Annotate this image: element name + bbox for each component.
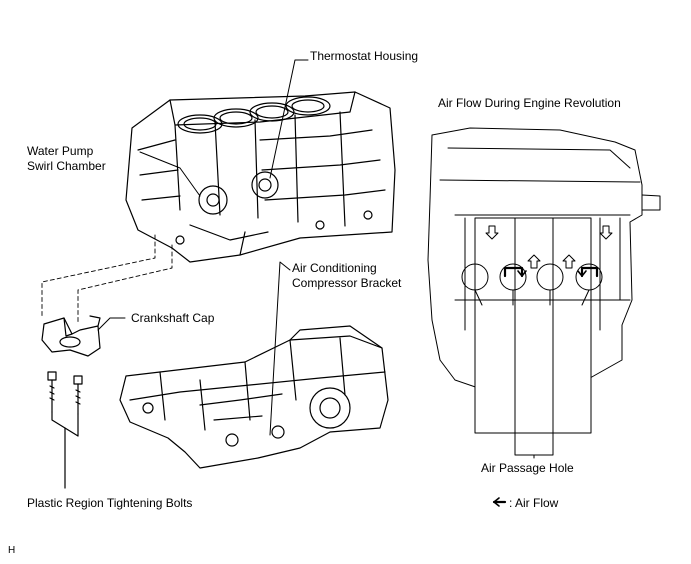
cylinder-block xyxy=(125,91,396,263)
left-arrow-icon xyxy=(492,497,507,507)
flow-arrow-down-2 xyxy=(599,225,613,240)
oil-pan xyxy=(119,325,389,469)
ac-bracket-label-line2: Compressor Bracket xyxy=(292,276,402,290)
water-pump-label-line1: Water Pump xyxy=(27,144,94,158)
ac-bracket-label-line1: Air Conditioning xyxy=(292,261,377,275)
thermostat-housing-label: Thermostat Housing xyxy=(310,49,419,63)
flow-arrow-up-2 xyxy=(562,254,576,269)
legend-air-flow-label: : Air Flow xyxy=(509,496,559,510)
crankshaft-cap xyxy=(41,315,101,357)
plastic-bolts-label: Plastic Region Tightening Bolts xyxy=(27,496,193,510)
alignment-dashes xyxy=(41,234,173,323)
flow-arrow-down-1 xyxy=(485,225,499,240)
water-pump-label-line2: Swirl Chamber xyxy=(27,159,106,173)
figure-code: H xyxy=(8,545,16,556)
air-flow-title: Air Flow During Engine Revolution xyxy=(438,96,621,110)
crankshaft-cap-label: Crankshaft Cap xyxy=(131,311,215,325)
plastic-region-bolts xyxy=(47,371,83,489)
flow-arrow-up-1 xyxy=(527,254,541,269)
leader-lines xyxy=(64,59,309,489)
air-flow-schematic xyxy=(427,127,661,459)
air-passage-hole-label: Air Passage Hole xyxy=(481,461,574,475)
